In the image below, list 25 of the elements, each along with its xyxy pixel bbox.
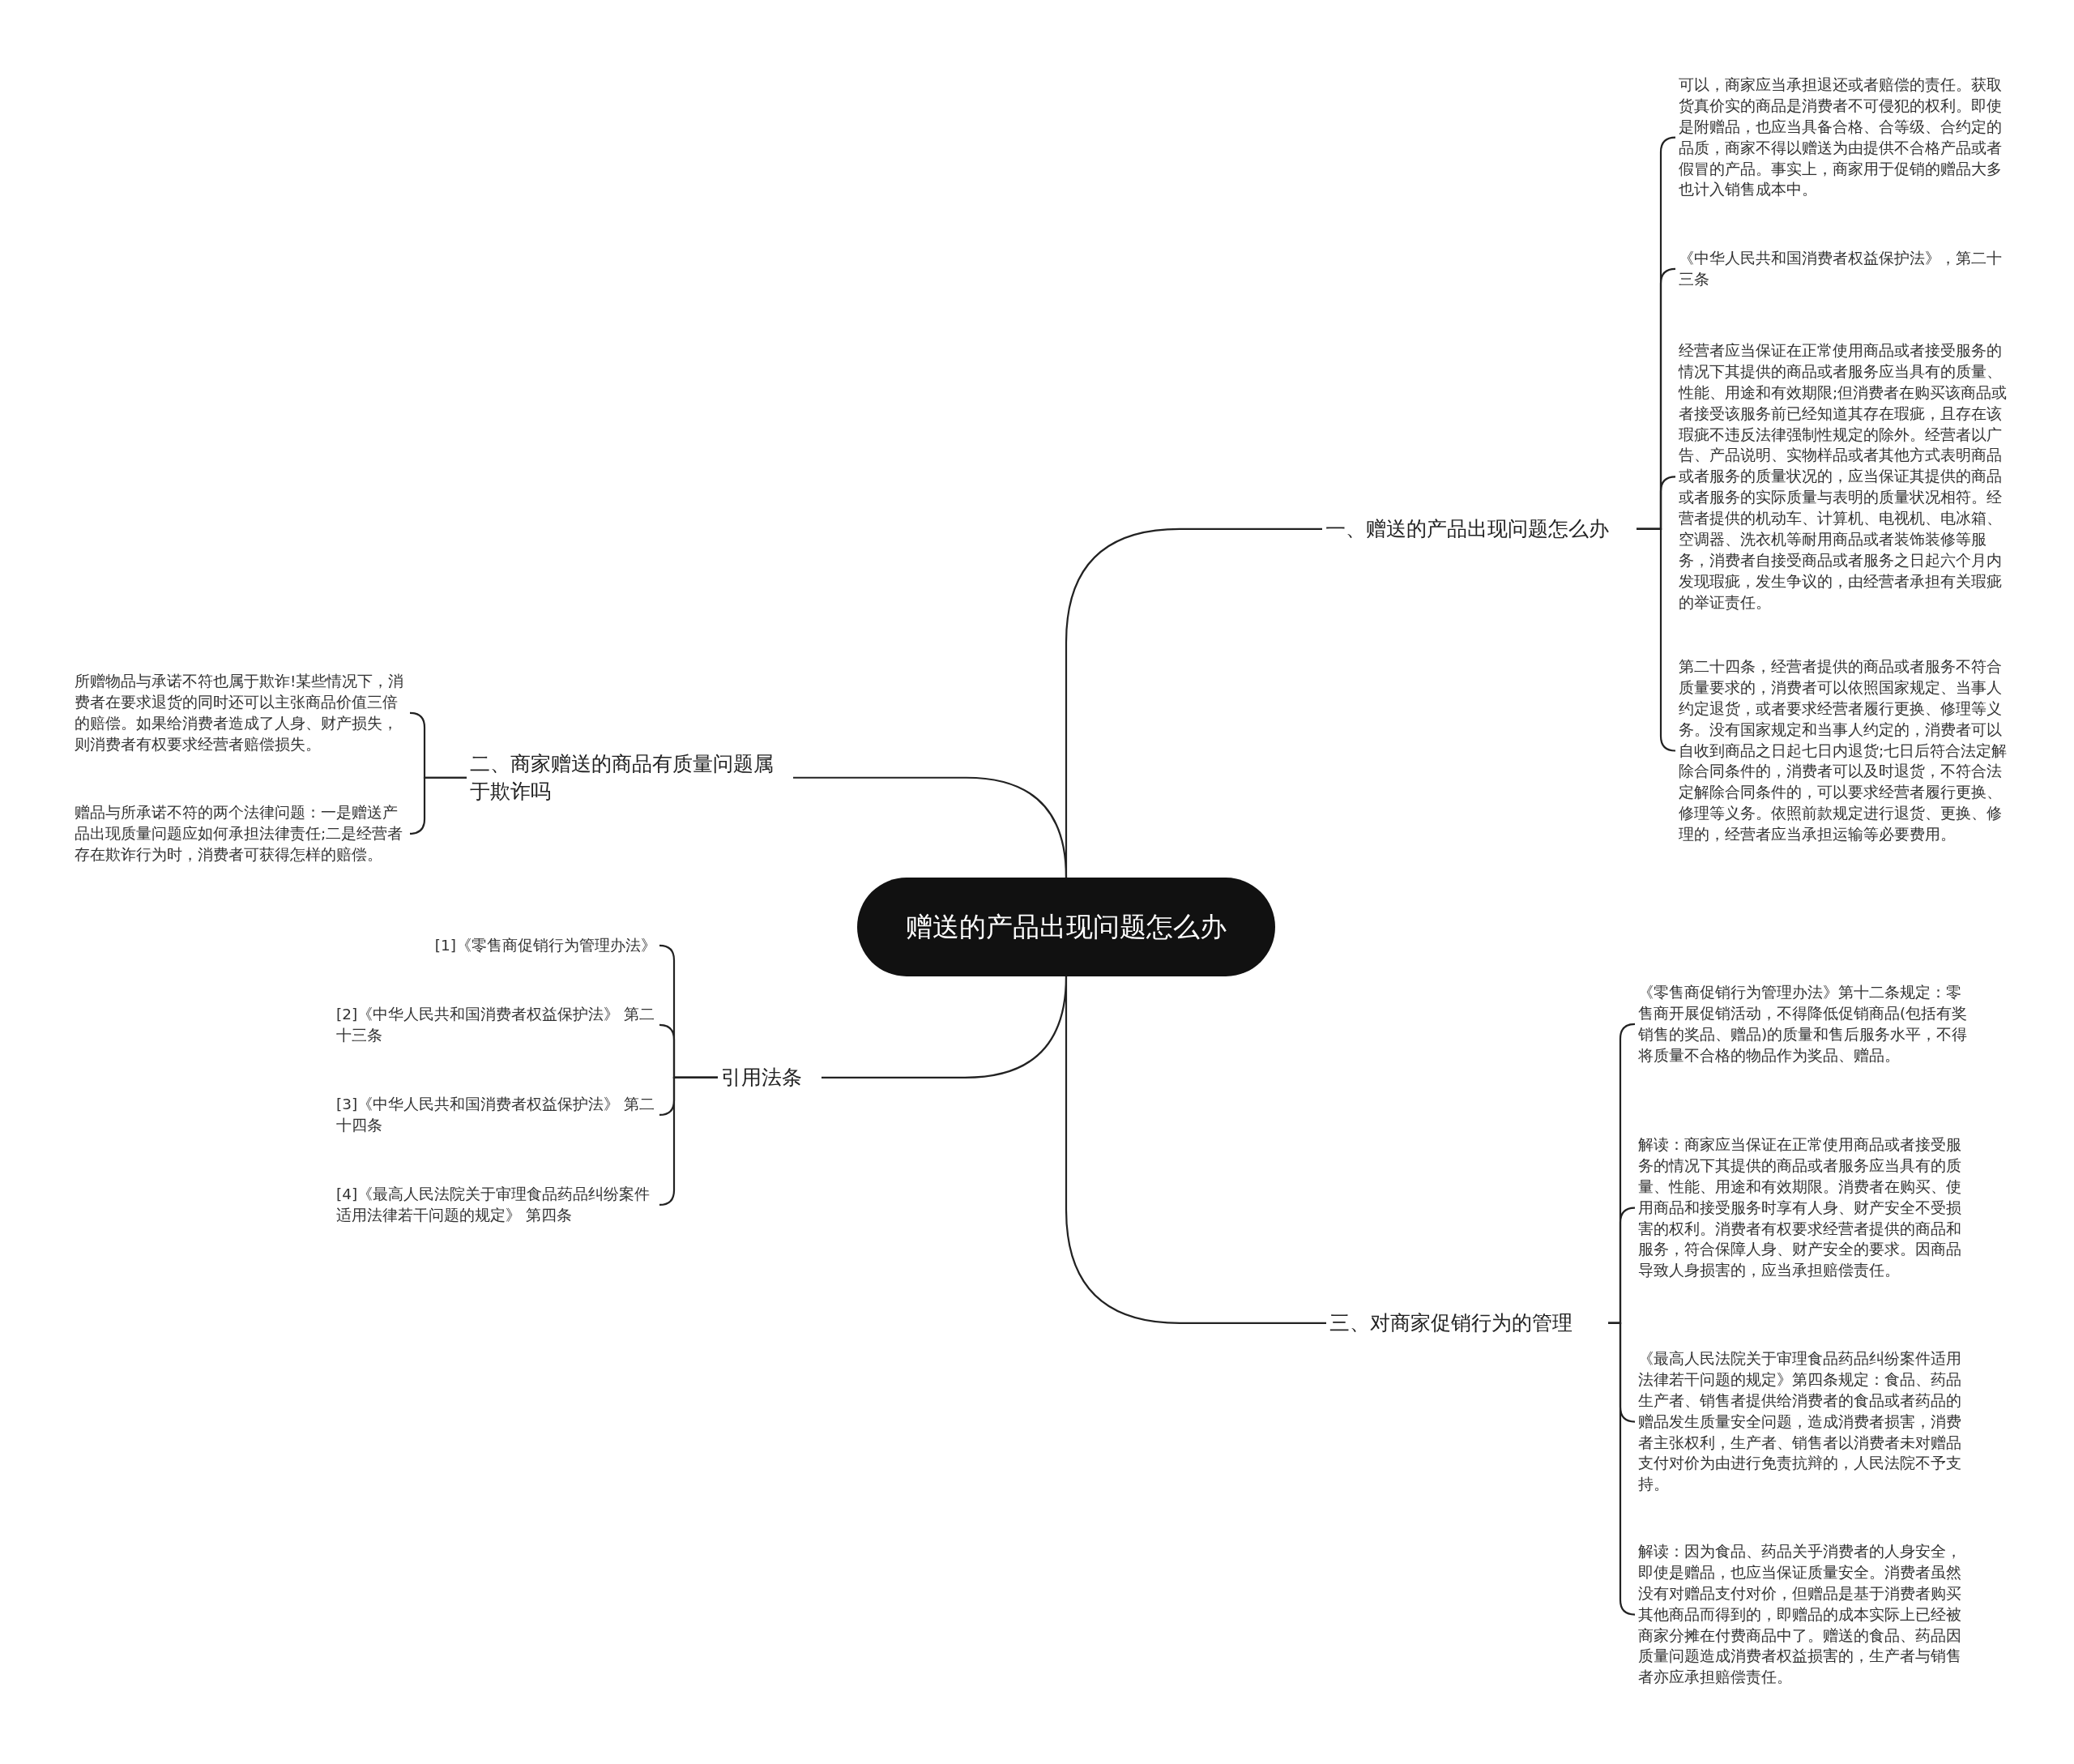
leaf-note-text: 可以，商家应当承担退还或者赔偿的责任。获取货真价实的商品是消费者不可侵犯的权利。即使是附赠品，也应当具备合格、合等级、合约定的品质，商家不得以赠送为由提供不合格产品或者假冒的产品。事实上，商家用于促销的赠品大多也计入销售成本中。 [1679,75,2011,201]
branch-topic-text: 引用法条 [721,1064,818,1091]
connector-line [409,776,467,835]
branch-topic-text: 二、商家赠送的商品有质量问题属于欺诈吗 [470,750,790,805]
leaf-note-text: 赠品与所承诺不符的两个法律问题：一是赠送产品出现质量问题应如何承担法律责任;二是经营者存在欺诈行为时，消费者可获得怎样的赔偿。 [75,802,407,865]
connector-line [659,1076,718,1206]
leaf-note-text: 第二十四条，经营者提供的商品或者服务不符合质量要求的，消费者可以依照国家规定、当事人约定退货，或者要求经营者履行更换、修理等义务。没有国家规定和当事人约定的，消费者可以自收到商品之日起七日内退货;七日后符合法定解除合同条件的，消费者可以及时退货，不符合法定解除合同条件的，可以要求经营者履行更换、修理等义务。依照前款规定进行退货、更换、修理的，经营者应当承担运输等必要费用。 [1679,656,2011,845]
leaf-note-text: 所赠物品与承诺不符也属于欺诈!某些情况下，消费者在要求退货的同时还可以主张商品价值三倍的赔偿。如果给消费者造成了人身、财产损失，则消费者有权要求经营者赔偿损失。 [75,671,407,755]
leaf-note-text: [4]《最高人民法院关于审理食品药品纠纷案件适用法律若干问题的规定》 第四条 [336,1184,656,1226]
connector-line [1637,527,1676,752]
leaf-note-text: [2]《中华人民共和国消费者权益保护法》 第二十三条 [336,1004,656,1046]
connector-line [793,776,1068,879]
connector-line [1608,1322,1636,1616]
leaf-note-text: 经营者应当保证在正常使用商品或者接受服务的情况下其提供的商品或者服务应当具有的质量、性能、用途和有效期限;但消费者在购买该商品或者接受该服务前已经知道其存在瑕疵，且存在该瑕疵不违反法律强制性规定的除外。经营者以广告、产品说明、实物样品或者其他方式表明商品或者服务的质量状况的，应当保证其提供的商品或者服务的实际质量与表明的质量状况相符。经营者提供的机动车、计算机、电视机、电冰箱、空调器、洗衣机等耐用商品或者装饰装修等服务，消费者自接受商品或者服务之日起六个月内发现瑕疵，发生争议的，由经营者承担有关瑕疵的举证责任。 [1679,340,2011,613]
central-topic: 赠送的产品出现问题怎么办 [857,878,1275,976]
branch-topic-text: 三、对商家促销行为的管理 [1329,1309,1605,1337]
leaf-note-text: 《零售商促销行为管理办法》第十二条规定：零售商开展促销活动，不得降低促销商品(包括有奖销售的奖品、赠品)的质量和售后服务水平，不得将质量不合格的物品作为奖品、赠品。 [1638,982,1970,1066]
connector-line [1065,976,1326,1324]
leaf-note-text: 解读：商家应当保证在正常使用商品或者接受服务的情况下其提供的商品或者服务应当具有的质量、性能、用途和有效期限。消费者在购买、使用商品和接受服务时享有人身、财产安全不受损害的权利。消费者有权要求经营者提供的商品和服务，符合保障人身、财产安全的要求。因商品导致人身损害的，应当承担赔偿责任。 [1638,1134,1970,1282]
leaf-note-text: 《中华人民共和国消费者权益保护法》，第二十三条 [1679,248,2011,290]
leaf-note-text: [3]《中华人民共和国消费者权益保护法》 第二十四条 [336,1094,656,1136]
branch-topic-text: 一、赠送的产品出现问题怎么办 [1325,515,1633,543]
leaf-note-text: [1]《零售商促销行为管理办法》 [434,935,656,956]
leaf-note-text: 《最高人民法院关于审理食品药品纠纷案件适用法律若干问题的规定》第四条规定：食品、药品生产者、销售者提供给消费者的食品或者药品的赠品发生质量安全问题，造成消费者损害，消费者主张权利，生产者、销售者以消费者未对赠品支付对价为由进行免责抗辩的，人民法院不予支持。 [1638,1348,1970,1496]
leaf-note-text: 解读：因为食品、药品关乎消费者的人身安全，即使是赠品，也应当保证质量安全。消费者虽然没有对赠品支付对价，但赠品是基于消费者购买其他商品而得到的，即赠品的成本实际上已经被商家分摊在付费商品中了。赠送的食品、药品因质量问题造成消费者权益损害的，生产者与销售者亦应承担赔偿责任。 [1638,1541,1970,1689]
